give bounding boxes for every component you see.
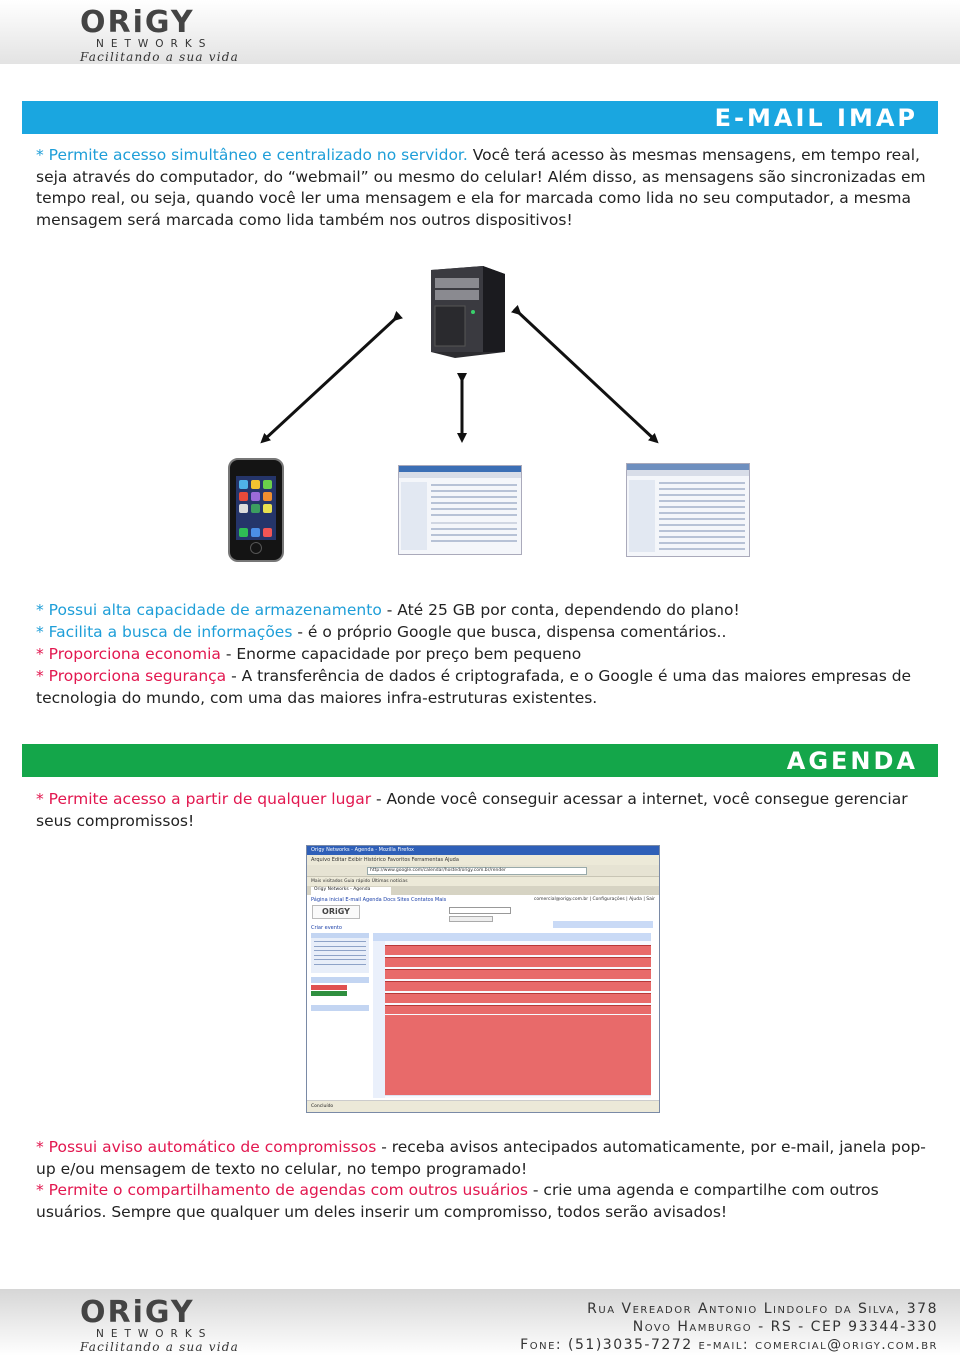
cal-view-tabs <box>553 921 653 928</box>
feature-storage-highlight: * Possui alta capacidade de armazenament… <box>36 601 382 619</box>
footer-logo: ORiGY NETWORKS Facilitando a sua vida <box>80 1295 240 1355</box>
footer-street: Rua Vereador Antonio Lindolfo da Silva, … <box>587 1301 938 1317</box>
cal-statusbar: Concluído <box>307 1100 659 1112</box>
email-intro: * Permite acesso simultâneo e centraliza… <box>36 145 926 231</box>
agenda-feature-reminders: * Possui aviso automático de compromisso… <box>36 1137 926 1180</box>
feature-reminders-text: - receba avisos antecipados automaticame… <box>36 1138 926 1178</box>
email-feature-security: * Proporciona segurança - A transferênci… <box>36 666 926 709</box>
feature-economy-highlight: * Proporciona economia <box>36 645 221 663</box>
cal-menubar: Arquivo Editar Exibir Histórico Favorito… <box>307 855 659 865</box>
cal-user-info: comercial@origy.com.br | Configurações |… <box>533 897 655 902</box>
feature-sharing-highlight: * Permite o compartilhamento de agendas … <box>36 1181 528 1199</box>
footer-address: Rua Vereador Antonio Lindolfo da Silva, … <box>520 1300 938 1354</box>
footer-logo-tagline: Facilitando a sua vida <box>80 1340 240 1354</box>
logo-tagline: Facilitando a sua vida <box>80 50 240 64</box>
cal-event <box>385 969 651 979</box>
feature-search-highlight: * Facilita a busca de informações <box>36 623 293 641</box>
footer-contact: Fone: (51)3035-7272 e-mail: comercial@or… <box>520 1337 938 1353</box>
calendar-screenshot: Origy Networks - Agenda - Mozilla Firefo… <box>306 845 660 1113</box>
cal-bookmarks: Mais visitados Guia rápido Últimas notíc… <box>307 877 659 886</box>
feature-sharing-text: - crie uma agenda e compartilhe com outr… <box>36 1181 879 1221</box>
feature-security-highlight: * Proporciona segurança <box>36 667 227 685</box>
cal-day-grid <box>373 933 651 1098</box>
cal-search-button <box>449 916 493 922</box>
email-section-title: E-MAIL IMAP <box>714 104 918 132</box>
cal-titlebar: Origy Networks - Agenda - Mozilla Firefo… <box>307 846 659 855</box>
cal-event <box>385 981 651 991</box>
cal-event <box>385 957 651 967</box>
feature-economy-text: - Enorme capacidade por preço bem pequen… <box>220 645 582 663</box>
cal-google-links: Página inicial E-mail Agenda Docs Sites … <box>311 897 447 903</box>
footer-logo-networks: NETWORKS <box>96 1328 213 1340</box>
footer-logo-wordmark: ORiGY <box>80 1295 195 1330</box>
cal-event <box>385 1005 651 1014</box>
feature-reminders-highlight: * Possui aviso automático de compromisso… <box>36 1138 377 1156</box>
webmail-screenshot-1 <box>398 465 522 555</box>
webmail-screenshot-2 <box>626 463 750 557</box>
smartphone-icon <box>228 458 284 562</box>
header-logo: ORiGY NETWORKS Facilitando a sua vida <box>80 5 240 65</box>
cal-event <box>385 945 651 955</box>
agenda-section-bar: AGENDA <box>22 744 938 777</box>
email-feature-search: * Facilita a busca de informações - é o … <box>36 622 926 644</box>
footer-band <box>0 1289 960 1356</box>
cal-search-box <box>449 907 511 914</box>
cal-page: Página inicial E-mail Agenda Docs Sites … <box>307 895 659 1100</box>
header-band <box>0 0 960 64</box>
cal-left-column: Criar evento <box>311 925 369 1098</box>
cal-create-event: Criar evento <box>311 925 342 931</box>
email-section-bar: E-MAIL IMAP <box>22 101 938 134</box>
cal-origy-logo: ORiGY <box>312 905 360 919</box>
feature-security-text: - A transferência de dados é criptografa… <box>36 667 912 707</box>
cal-url-field: http://www.google.com/calendar/hosted/or… <box>367 867 587 875</box>
logo-wordmark: ORiGY <box>80 5 195 40</box>
email-intro-highlight: * Permite acesso simultâneo e centraliza… <box>36 146 468 164</box>
agenda-intro-text: - Aonde você conseguir acessar a interne… <box>36 790 908 830</box>
feature-search-text: - é o próprio Google que busca, dispensa… <box>292 623 727 641</box>
email-feature-economy: * Proporciona economia - Enorme capacida… <box>36 644 926 666</box>
email-feature-storage: * Possui alta capacidade de armazenament… <box>36 600 926 622</box>
agenda-intro-highlight: * Permite acesso a partir de qualquer lu… <box>36 790 372 808</box>
cal-event <box>385 993 651 1003</box>
server-icon <box>431 266 505 358</box>
agenda-section-title: AGENDA <box>786 747 918 775</box>
cal-mini-calendar <box>311 933 369 973</box>
email-intro-text: Você terá acesso às mesmas mensagens, em… <box>36 146 926 229</box>
feature-storage-text: - Até 25 GB por conta, dependendo do pla… <box>381 601 740 619</box>
logo-networks: NETWORKS <box>96 38 213 50</box>
cal-tabs: Origy Networks - Agenda <box>307 886 659 895</box>
cal-event-block <box>385 1015 651 1095</box>
footer-city: Novo Hamburgo - RS - CEP 93344-330 <box>632 1319 938 1335</box>
agenda-feature-sharing: * Permite o compartilhamento de agendas … <box>36 1180 926 1223</box>
agenda-intro: * Permite acesso a partir de qualquer lu… <box>36 789 926 832</box>
